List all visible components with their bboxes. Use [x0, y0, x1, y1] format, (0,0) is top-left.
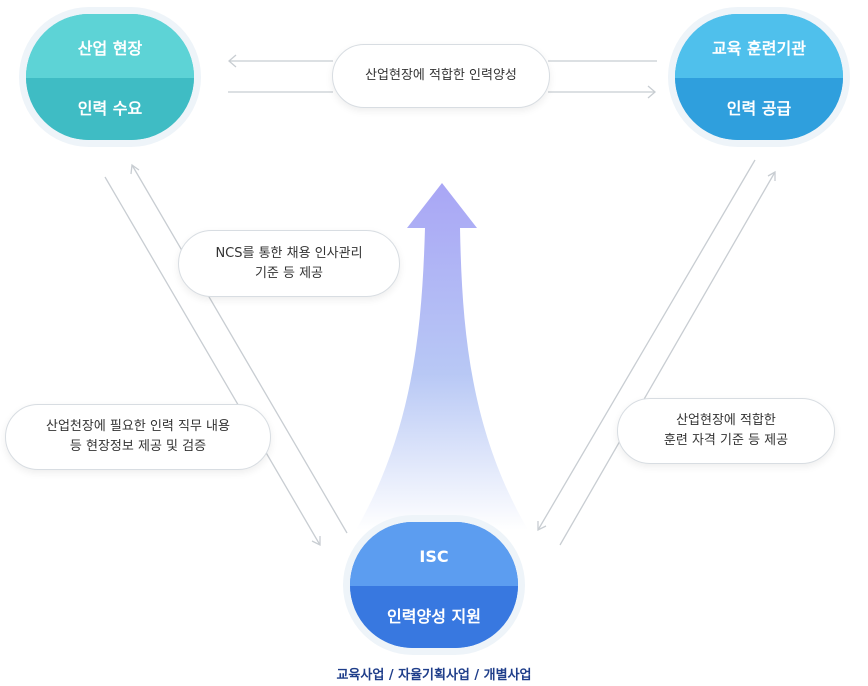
industry-node-subtitle: 인력 수요 [26, 78, 194, 140]
bubble-right-line2: 훈련 자격 기준 등 제공 [663, 433, 789, 448]
bubble-left-line2: 등 현장정보 제공 및 검증 [69, 439, 207, 454]
left-connectors [104, 163, 348, 547]
industry-node-title: 산업 현장 [26, 14, 194, 78]
bubble-ncs-criteria: NCS를 통한 채용 인사관리 기준 등 제공 [178, 230, 400, 297]
bubble-right-line1: 산업현장에 적합한 [676, 413, 776, 428]
bubble-top-line1: 산업현장에 적합한 인력양성 [365, 68, 517, 83]
bubble-field-info: 산업천장에 필요한 인력 직무 내용 등 현장정보 제공 및 검증 [5, 404, 271, 470]
bubble-training-standards: 산업현장에 적합한 훈련 자격 기준 등 제공 [617, 398, 835, 464]
big-up-arrow [356, 183, 528, 530]
bubble-ncs-line2: 기준 등 제공 [254, 265, 324, 281]
right-connectors [537, 159, 776, 546]
footer-caption: 교육사업 / 자율기획사업 / 개별사업 [336, 668, 532, 683]
bubble-left-line1: 산업천장에 필요한 인력 직무 내용 [46, 419, 230, 434]
bubble-workforce-training: 산업현장에 적합한 인력양성 [332, 44, 550, 108]
isc-node: ISC 인력양성 지원 [350, 522, 518, 648]
training-node-subtitle: 인력 공급 [675, 78, 843, 140]
industry-node: 산업 현장 인력 수요 [26, 14, 194, 140]
bubble-ncs-line1: NCS를 통한 채용 인사관리 [215, 245, 363, 261]
training-node-title: 교육 훈련기관 [675, 14, 843, 78]
top-connectors [228, 54, 657, 99]
isc-node-title: ISC [350, 522, 518, 586]
isc-node-subtitle: 인력양성 지원 [350, 586, 518, 648]
training-node: 교육 훈련기관 인력 공급 [675, 14, 843, 140]
